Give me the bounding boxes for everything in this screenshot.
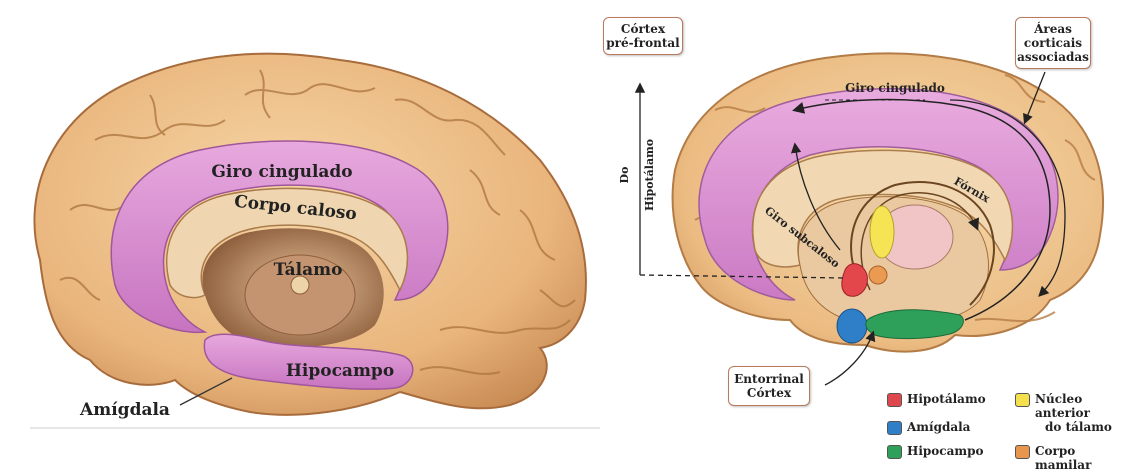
- amygdala-shape: [837, 309, 867, 343]
- legend-mammillary: Corpo mamilar: [1015, 444, 1134, 472]
- anterior-thalamic-nucleus: [870, 206, 894, 258]
- legend-hypothalamus: Hipotálamo: [887, 392, 986, 407]
- legend-hippocampus: Hipocampo: [887, 444, 983, 459]
- hypothalamus-shape: [842, 264, 868, 297]
- label-right-giro-cingulado: Giro cingulado: [845, 81, 945, 95]
- right-brain-diagram: Giro cingulado Fórnix Giro subcaloso Do …: [595, 0, 1134, 461]
- association-line2: corticais: [1016, 36, 1090, 50]
- swatch-hypothalamus: [887, 393, 902, 407]
- prefrontal-cortex-box: Córtex pré-frontal: [603, 17, 683, 55]
- legend-anterior-nucleus: Núcleo anterior do tálamo: [1015, 392, 1134, 434]
- entorhinal-cortex-box: Entorrinal Córtex: [728, 366, 810, 406]
- label-talamo: Tálamo: [274, 260, 343, 280]
- association-areas-box: Áreas corticais associadas: [1015, 17, 1091, 69]
- label-giro-cingulado: Giro cingulado: [211, 162, 352, 182]
- left-brain-illustration: Giro cingulado Corpo caloso Tálamo Hipoc…: [0, 0, 600, 461]
- label-hipocampo: Hipocampo: [286, 361, 394, 381]
- legend-anterior-line2: do tálamo: [1035, 420, 1112, 434]
- swatch-anterior-nucleus: [1015, 393, 1030, 407]
- swatch-hippocampus: [887, 445, 902, 459]
- label-hipotalamo-vertical: Hipotálamo: [643, 139, 656, 211]
- legend-label-mammillary: Corpo mamilar: [1035, 444, 1134, 472]
- association-line3: associadas: [1016, 50, 1090, 64]
- legend-anterior-line1: Núcleo anterior: [1035, 392, 1090, 420]
- swatch-mammillary: [1015, 445, 1030, 459]
- legend-amygdala: Amígdala: [887, 420, 970, 435]
- prefrontal-line2: pré-frontal: [604, 36, 682, 50]
- entorhinal-line2: Córtex: [729, 386, 809, 400]
- legend-label-amygdala: Amígdala: [907, 420, 970, 434]
- left-brain-diagram: Giro cingulado Corpo caloso Tálamo Hipoc…: [0, 0, 600, 461]
- prefrontal-line1: Córtex: [604, 22, 682, 36]
- swatch-amygdala: [887, 421, 902, 435]
- legend-label-hippocampus: Hipocampo: [907, 444, 983, 458]
- legend-label-hypothalamus: Hipotálamo: [907, 392, 986, 406]
- hippocampus-green: [866, 310, 964, 339]
- label-amigdala: Amígdala: [79, 400, 170, 420]
- mammillary-body: [869, 266, 887, 284]
- entorhinal-line1: Entorrinal: [729, 372, 809, 386]
- association-line1: Áreas: [1016, 22, 1090, 36]
- label-do: Do: [618, 167, 631, 184]
- legend-label-anterior-nucleus: Núcleo anterior do tálamo: [1035, 392, 1134, 434]
